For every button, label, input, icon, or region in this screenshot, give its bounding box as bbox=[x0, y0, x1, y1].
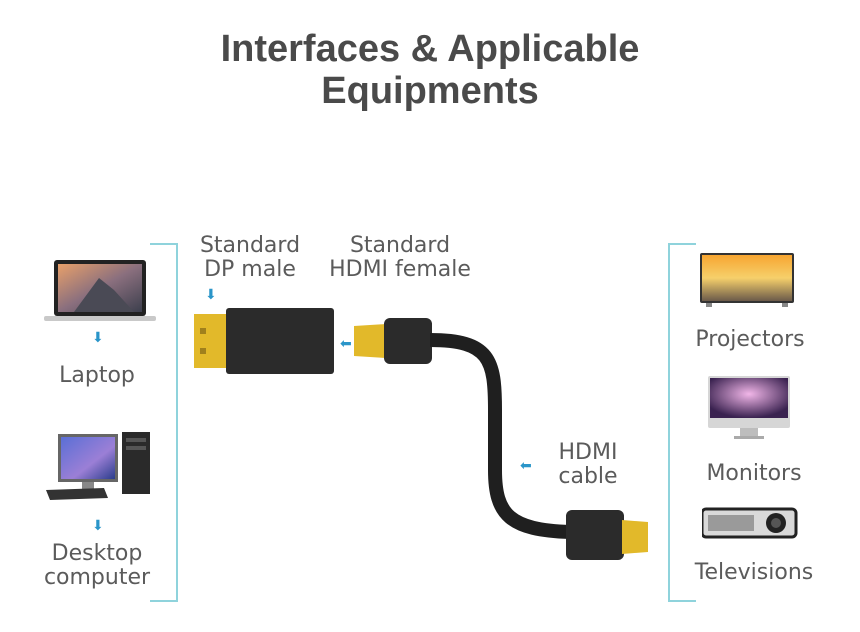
down-arrow-icon: ⬇ bbox=[205, 286, 217, 302]
televisions-label: Televisions bbox=[694, 560, 814, 585]
down-arrow-icon: ⬇ bbox=[92, 517, 104, 533]
projector-icon bbox=[702, 507, 798, 539]
cable-icon bbox=[429, 333, 571, 539]
tv-icon bbox=[700, 253, 794, 307]
left-arrow-icon: ⬅ bbox=[520, 457, 532, 473]
monitor-icon bbox=[708, 376, 790, 439]
page-title-line2: Equipments bbox=[321, 70, 539, 112]
laptop-label: Laptop bbox=[59, 363, 135, 388]
down-arrow-icon: ⬇ bbox=[92, 329, 104, 345]
hdmi-plug-icon bbox=[354, 324, 386, 358]
hdmi-cable-label-line1: HDMI bbox=[558, 440, 618, 465]
right-bracket bbox=[668, 243, 696, 602]
dp-plug-icon bbox=[194, 314, 230, 368]
dp-male-label-line1: Standard bbox=[199, 233, 301, 258]
monitors-label: Monitors bbox=[706, 461, 802, 486]
laptop-icon bbox=[44, 260, 156, 321]
projectors-label: Projectors bbox=[695, 327, 805, 352]
hdmi-cable-label-line2: cable bbox=[558, 464, 618, 489]
desktop-label-line1: Desktop bbox=[51, 541, 143, 566]
hdmi-female-label-line2: HDMI female bbox=[329, 257, 471, 282]
desktop-computer-icon bbox=[46, 432, 150, 500]
desktop-label-line2: computer bbox=[43, 565, 151, 590]
hdmi-female-label-line1: Standard bbox=[349, 233, 451, 258]
page-title-line1: Interfaces & Applicable bbox=[220, 28, 640, 70]
adapter-body-icon bbox=[226, 308, 334, 374]
dp-male-label-line2: DP male bbox=[204, 257, 296, 282]
svg-text:⬅: ⬅ bbox=[340, 335, 352, 351]
left-bracket bbox=[150, 243, 178, 602]
adapter-cable-illustration: ⬅ bbox=[194, 308, 648, 560]
